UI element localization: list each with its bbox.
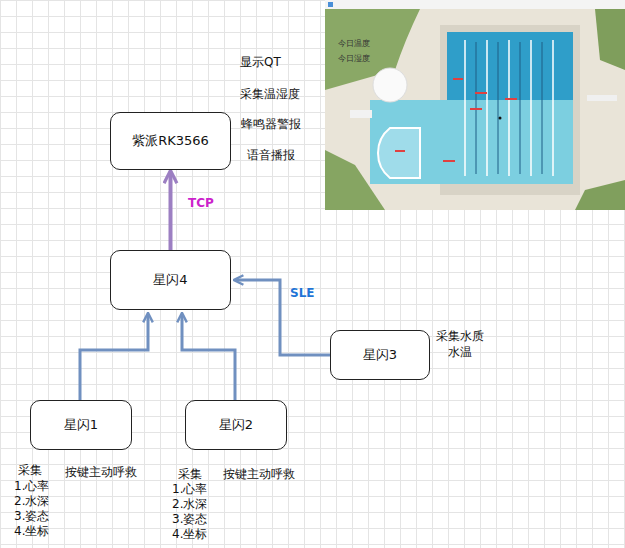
window-icon [328, 2, 333, 7]
note-label: 2.水深 [14, 494, 49, 508]
lounge-chair [350, 110, 372, 118]
deck-ground [325, 0, 625, 210]
note-label: 显示QT [240, 55, 281, 69]
device-box: 星闪4 [110, 250, 231, 310]
pool-illustration [325, 0, 625, 210]
connector [80, 314, 148, 400]
note-label: 采集 [18, 463, 42, 477]
lane-marks [476, 42, 542, 174]
note-label: 4.坐标 [172, 527, 207, 541]
note-label: 按键主动呼救 [223, 467, 295, 481]
note-label: 采集 [178, 467, 202, 481]
device-box: 星闪1 [30, 400, 132, 450]
round-steps [378, 128, 420, 178]
lane-lines [465, 40, 553, 176]
device-box: 星闪2 [185, 400, 287, 450]
note-label: 2.水深 [172, 497, 207, 511]
swimmer-markers [395, 78, 517, 162]
deep-pool [447, 32, 573, 100]
protocol-label: SLE [290, 286, 315, 300]
note-label: 3.姿态 [172, 512, 207, 526]
marker-dot [499, 117, 502, 120]
note-label: 采集水质 [436, 329, 484, 343]
grass [575, 180, 625, 210]
device-box: 星闪3 [330, 330, 430, 380]
note-label: 采集温湿度 [240, 87, 300, 101]
protocol-label: TCP [188, 196, 214, 210]
note-label: 3.姿态 [14, 509, 49, 523]
deck-slab [587, 95, 617, 101]
connector [182, 314, 235, 400]
note-label: 今日湿度 [338, 54, 370, 64]
box-label: 紫派RK3566 [132, 132, 209, 150]
grass [595, 9, 625, 70]
note-label: 今日温度 [338, 39, 370, 49]
umbrella [373, 68, 407, 102]
connector [169, 172, 173, 250]
note-label: 水温 [448, 345, 472, 359]
device-box: 紫派RK3566 [110, 112, 231, 170]
box-label: 星闪1 [64, 416, 98, 434]
note-label: 1.心率 [172, 482, 207, 496]
shallow-pool [370, 100, 573, 184]
box-label: 星闪2 [219, 416, 253, 434]
connector [235, 280, 330, 355]
note-label: 语音播报 [247, 148, 295, 162]
note-label: 蜂鸣器警报 [241, 117, 301, 131]
note-label: 4.坐标 [14, 524, 49, 538]
note-label: 1.心率 [14, 479, 49, 493]
box-label: 星闪3 [363, 346, 397, 364]
box-label: 星闪4 [153, 271, 187, 289]
title-bar [325, 0, 625, 9]
note-label: 按键主动呼救 [65, 465, 137, 479]
